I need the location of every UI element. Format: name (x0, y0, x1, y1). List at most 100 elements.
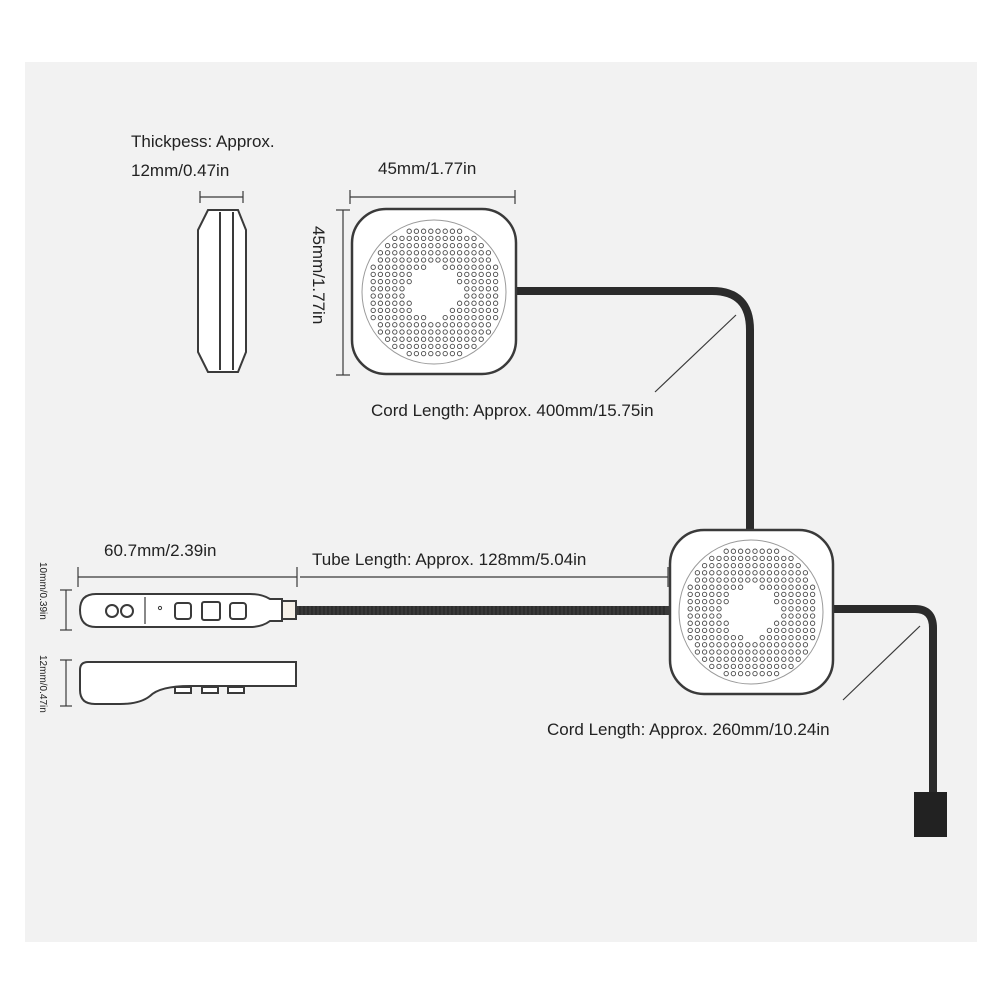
speaker-height-label: 45mm/1.77in (309, 226, 328, 325)
grille-hole (420, 250, 427, 256)
grille-hole (377, 278, 384, 285)
grille-hole (464, 300, 470, 306)
grille-hole (456, 264, 463, 270)
grille-hole (471, 271, 477, 278)
grille-hole (464, 293, 470, 299)
grille-hole (773, 562, 780, 569)
grille-hole (435, 350, 441, 357)
grille-hole (471, 286, 477, 292)
grille-hole (773, 548, 780, 554)
grille-hole (694, 642, 701, 648)
grille-hole (478, 242, 484, 249)
grille-hole (399, 250, 405, 256)
grille-hole (730, 548, 737, 554)
grille-hole (759, 548, 765, 554)
grille-hole (759, 634, 765, 641)
grille-hole (370, 314, 376, 321)
grille-hole (766, 584, 773, 590)
grille-hole (709, 598, 715, 605)
grille-hole (737, 570, 744, 576)
grille-hole (737, 562, 744, 569)
grille-hole (809, 627, 816, 634)
grille-hole (442, 250, 448, 256)
speaker-top (350, 207, 518, 376)
grille-hole (788, 570, 794, 576)
grille-hole (471, 242, 477, 249)
grille-hole (687, 620, 693, 626)
grille-hole (449, 329, 456, 335)
grille-hole (370, 286, 376, 292)
grille-hole (478, 271, 484, 278)
grille-hole (745, 562, 751, 569)
grille-hole (435, 235, 441, 242)
grille-hole (449, 350, 456, 357)
grille-hole (709, 649, 715, 655)
grille-hole (723, 584, 729, 590)
grille-hole (781, 584, 787, 590)
grille-hole (752, 555, 758, 562)
grille-hole (709, 591, 715, 598)
grille-hole (687, 606, 693, 612)
grille-hole (701, 606, 708, 612)
grille-hole (788, 634, 794, 641)
grille-hole (773, 642, 780, 648)
tube-128mm (296, 606, 670, 615)
cord-260mm (832, 605, 937, 800)
grille-hole (428, 329, 434, 335)
grille-hole (802, 642, 809, 648)
grille-hole (766, 627, 773, 634)
grille-hole (730, 584, 737, 590)
grille-hole (392, 343, 398, 350)
grille-hole (766, 555, 773, 562)
thickness-label-line2: 12mm/0.47in (131, 161, 230, 180)
cord-top-leader (654, 314, 737, 393)
grille-hole (788, 656, 794, 662)
grille-hole (449, 314, 456, 321)
grille-hole (802, 606, 809, 612)
grille-hole (435, 242, 441, 249)
grille-hole (478, 286, 484, 292)
grille-hole (456, 235, 463, 242)
grille-hole (730, 555, 737, 562)
grille-hole (781, 656, 787, 662)
grille-hole (723, 663, 729, 670)
grille-hole (701, 649, 708, 655)
grille-hole (730, 663, 737, 670)
grille-hole (435, 257, 441, 263)
grille-hole (802, 613, 809, 619)
grille-ring (678, 539, 824, 685)
grille-hole (694, 598, 701, 605)
grille-hole (716, 584, 722, 590)
grille-hole (802, 591, 809, 598)
grille-hole (802, 584, 809, 590)
remote-length-dimension (77, 567, 298, 587)
grille-hole (709, 642, 715, 648)
grille-hole (413, 350, 420, 357)
grille-hole (723, 598, 729, 605)
grille-hole (413, 336, 420, 342)
grille-hole (759, 642, 765, 648)
grille-hole (723, 627, 729, 634)
grille-hole (788, 591, 794, 598)
grille-hole (730, 670, 737, 677)
grille-hole (464, 257, 470, 263)
grille-hole (687, 613, 693, 619)
grille-hole (723, 649, 729, 655)
grille-hole (399, 300, 405, 306)
grille-hole (716, 577, 722, 583)
grille-hole (795, 570, 801, 576)
grille-hole (694, 627, 701, 634)
grille-hole (370, 300, 376, 306)
grille-hole (392, 278, 398, 285)
grille-hole (478, 314, 484, 321)
grille-hole (449, 228, 456, 234)
grille-hole (709, 627, 715, 634)
grille-hole (456, 336, 463, 342)
grille-hole (413, 329, 420, 335)
grille-hole (723, 555, 729, 562)
background-panel (25, 62, 977, 942)
tube-texture (299, 606, 665, 615)
grille-hole (802, 577, 809, 583)
grille-hole (384, 278, 391, 285)
